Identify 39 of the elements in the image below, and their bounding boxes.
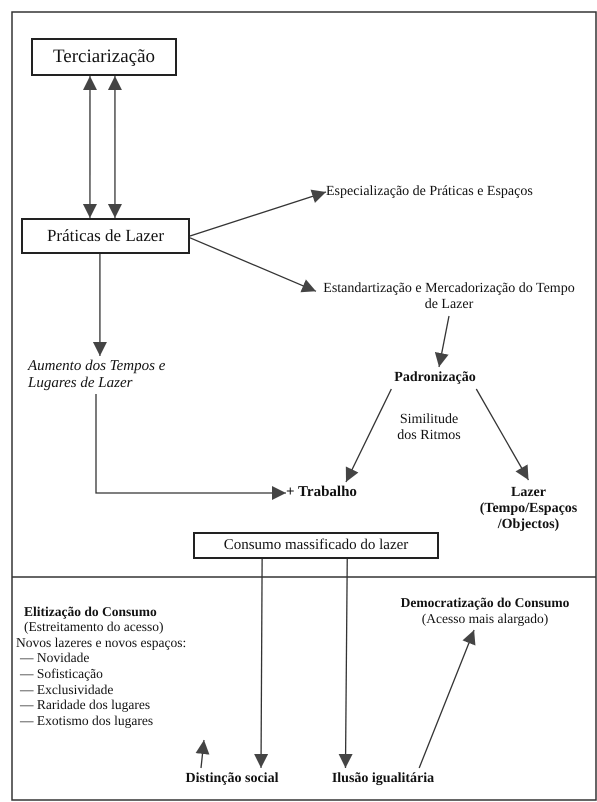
node-text: Distinção social — [184, 770, 280, 788]
arrow — [418, 630, 476, 768]
node-text: Práticas de Lazer — [46, 226, 164, 246]
process-box — [31, 38, 177, 76]
arrow — [92, 254, 107, 356]
arrow — [95, 394, 286, 500]
node-text: Terciarização — [52, 46, 156, 68]
arrow — [476, 388, 530, 480]
heading-text: Democratização do Consumo — [400, 595, 570, 611]
node-text: Padronização — [393, 370, 477, 386]
process-box — [193, 532, 439, 559]
arrow — [196, 740, 210, 768]
node-text: Estandartização e Mercadorização do Tempo de Lazer — [322, 280, 576, 314]
node-text: Aumento dos Tempos e Lugares de Lazer — [28, 358, 166, 392]
process-box — [21, 218, 190, 254]
arrow — [82, 76, 97, 218]
node-text: + Trabalho — [286, 484, 358, 502]
node-text: Ilusão igualitária — [330, 770, 436, 788]
node-text: — Exotismo dos lugares — [18, 712, 154, 728]
node-text: (Tempo/Espaços /Objectos) — [478, 500, 578, 534]
node-text: Novos lazeres e novos espaços: — [16, 634, 188, 650]
arrow — [108, 76, 122, 218]
arrow — [190, 190, 326, 237]
node-text: (Acesso mais alargado) — [420, 611, 550, 627]
node-text: Consumo massificado do lazer — [224, 536, 408, 554]
node-text: — Sofisticação — [18, 666, 104, 682]
heading-text: Elitização do Consumo — [23, 604, 158, 620]
arrow — [345, 388, 392, 482]
node-text: — Novidade — [18, 650, 90, 666]
node-text: — Exclusividade — [18, 682, 114, 698]
arrow — [254, 559, 268, 768]
node-text: Especialização de Práticas e Espaços — [326, 184, 534, 200]
node-text: — Raridade dos lugares — [18, 697, 152, 713]
arrow — [190, 237, 316, 292]
annotation-text: Similitude dos Ritmos — [396, 412, 462, 444]
heading-text: Lazer — [510, 484, 547, 501]
arrow — [434, 316, 450, 368]
arrow — [338, 559, 353, 768]
node-text: (Estreitamento do acesso) — [23, 619, 164, 635]
